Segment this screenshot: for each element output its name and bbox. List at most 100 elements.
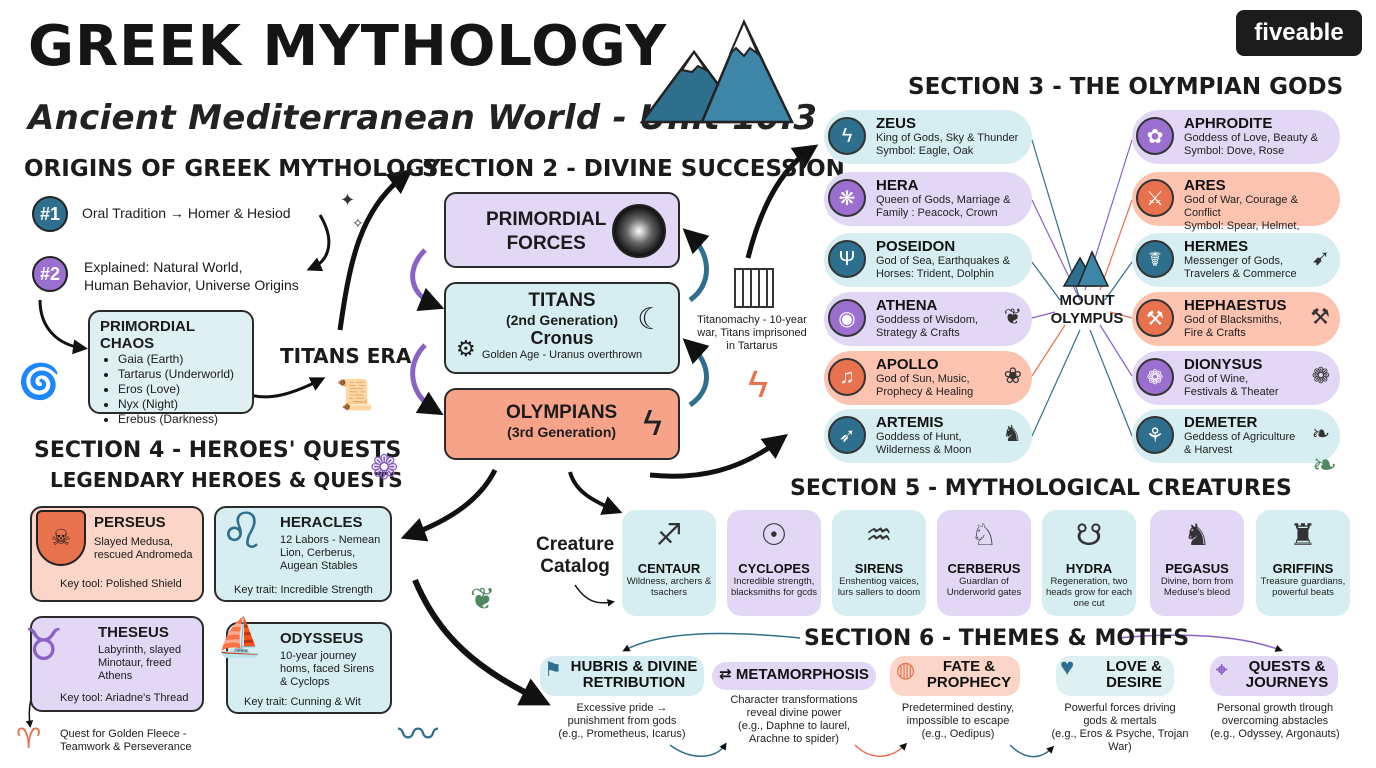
god-desc: God of Blacksmiths, [1184, 314, 1282, 326]
creature-card-centaur[interactable]: ♐ CENTAUR Wildness, archers & tsachers [622, 510, 716, 616]
point-2-line1: Explained: Natural World, [84, 259, 243, 275]
god-desc: Goddess of Love, Beauty & [1184, 132, 1318, 144]
chaos-title: PRIMORDIAL CHAOS [100, 318, 195, 352]
creature-desc: Divine, born from Meduse's bleod [1160, 576, 1234, 598]
theme-hubris[interactable]: ⚑ HUBRIS & DIVINE RETRIBUTION [540, 656, 704, 696]
hero-card-heracles[interactable]: ♌ HERACLES 12 Labors - Nemean Lion, Cerb… [214, 503, 392, 602]
theme-metamorphosis[interactable]: ⇄ METAMORPHOSIS [712, 662, 876, 690]
creature-card-griffins[interactable]: ♜ GRIFFINS Treasure guardians, powerful … [1256, 510, 1350, 616]
god-card-athena[interactable]: ◉ ATHENA Goddess of Wisdom, Strategy & C… [824, 292, 1032, 346]
god-symbol: Horses: Trident, Dolphin [876, 268, 994, 280]
catalog-line: Creature [536, 534, 615, 555]
grapes-deco-icon: ❁ [370, 449, 399, 487]
theme-desc-line: Excessive pride → [576, 702, 668, 714]
griffin-icon: ♜ [1289, 519, 1317, 552]
minotaur-icon: ♉ [24, 621, 64, 670]
titanomachy-note: Titanomachy - 10-year war, Titans impris… [690, 314, 814, 353]
olympians-title: OLYMPIANS [506, 402, 618, 423]
theme-title: FATE & [942, 658, 996, 675]
sparkle-icon: ✦ [340, 190, 356, 210]
swap-arrows-icon: ⇄ [719, 666, 736, 683]
theme-desc-line: (e.g., Daphne to laurel, [738, 720, 850, 732]
primordial-line2: FORCES [506, 233, 586, 254]
creature-name: GRIFFINS [1272, 561, 1334, 576]
god-card-hermes[interactable]: ☤ HERMES Messenger of Gods, Travelers & … [1132, 233, 1340, 287]
hero-desc-line: Minotaur, freed [98, 657, 172, 669]
titans-title: TITANS [528, 290, 596, 311]
laurel-icon: ❀ [1003, 363, 1022, 388]
creature-card-pegasus[interactable]: ♞ PEGASUS Divine, born from Meduse's ble… [1150, 510, 1244, 616]
god-symbol: Strategy & Crafts [876, 327, 960, 339]
hero-name: PERSEUS [94, 514, 166, 531]
dove-icon: ✿ [1136, 117, 1174, 155]
theme-desc-line: (e.g., Oedipus) [921, 728, 995, 740]
hammer-icon: ⚒ [1310, 304, 1330, 329]
god-card-hephaestus[interactable]: ⚒ HEPHAESTUS God of Blacksmiths, Fire & … [1132, 292, 1340, 346]
titans-card: TITANS (2nd Generation) Cronus Golden Ag… [444, 282, 680, 374]
theme-title: QUESTS & [1248, 658, 1326, 675]
grapes-icon: ❁ [1136, 358, 1174, 396]
god-name: DEMETER [1184, 414, 1258, 431]
fleece-line: Quest for Golden Fleece - [60, 728, 187, 740]
theme-title: PROPHECY [926, 674, 1012, 691]
creature-card-cyclopes[interactable]: ☉ CYCLOPES Incredible strength, blacksmi… [727, 510, 821, 616]
theme-quests[interactable]: ⌖ QUESTS & JOURNEYS [1210, 656, 1338, 696]
heart-icon: ♥ [1060, 654, 1075, 681]
god-desc: Messenger of Gods, [1184, 255, 1284, 267]
scroll-icon: 📜 [336, 379, 374, 412]
god-symbol: Fire & Crafts [1184, 327, 1246, 339]
theme-desc-line: War) [1108, 741, 1132, 753]
peacock-icon: ❋ [828, 179, 866, 217]
creature-name: CYCLOPES [738, 561, 810, 576]
creature-desc: Regeneration, two heads grow for each on… [1045, 576, 1133, 609]
creature-card-hydra[interactable]: ☋ HYDRA Regeneration, two heads grow for… [1042, 510, 1136, 616]
hero-key: Key trait: Incredible Strength [234, 584, 373, 596]
primordial-chaos-card: PRIMORDIAL CHAOS Gaia (Earth) Tartarus (… [88, 310, 254, 426]
prison-icon [734, 268, 774, 308]
god-name: DIONYSUS [1184, 356, 1263, 373]
hero-desc-line: 12 Labors - Nemean [280, 534, 381, 546]
grape-vine-icon: ❁ [1311, 363, 1330, 388]
primordial-forces-card: PRIMORDIAL FORCES [444, 192, 680, 268]
mount-olympus-label: MOUNT OLYMPUS [1050, 292, 1124, 328]
theme-desc-line: punishment from gods [567, 715, 677, 727]
god-symbol: Family : Peacock, Crown [876, 207, 998, 219]
owl-icon: ◉ [828, 299, 866, 337]
creature-desc: Guardlan of Underworld gates [946, 576, 1022, 598]
god-name: ARES [1184, 177, 1226, 194]
god-desc: King of Gods, Sky & Thunder [876, 132, 1019, 144]
god-card-artemis[interactable]: ➶ ARTEMIS Goddess of Hunt, Wilderness & … [824, 409, 1032, 463]
anvil-icon: ⚒ [1136, 299, 1174, 337]
god-desc: Queen of Gods, Marriage & [876, 194, 1011, 206]
galaxy-swirl-icon [612, 204, 666, 258]
point-1-text: Oral Tradition → Homer & Hesiod [82, 205, 291, 221]
fiveable-logo[interactable]: fiveable [1236, 10, 1362, 56]
thunder-icon: ϟ [748, 364, 769, 406]
theme-love[interactable]: ♥ LOVE & DESIRE [1056, 656, 1174, 696]
wave-icon: 〰 [398, 713, 438, 757]
god-name: HERA [876, 177, 919, 194]
theme-fate[interactable]: ◍ FATE & PROPHECY [890, 656, 1020, 696]
god-card-zeus[interactable]: ϟ ZEUS King of Gods, Sky & Thunder Symbo… [824, 110, 1032, 164]
origins-heading: ORIGINS OF GREEK MYTHOLOGY [24, 156, 441, 182]
hero-card-perseus[interactable]: ☠ PERSEUS Slayed Medusa, rescued Androme… [30, 506, 204, 602]
god-card-aphrodite[interactable]: ✿ APHRODITE Goddess of Love, Beauty & Sy… [1132, 110, 1340, 164]
god-card-apollo[interactable]: ♫ APOLLO God of Sun, Music, Prophecy & H… [824, 351, 1032, 405]
section-3-heading: SECTION 3 - THE OLYMPIAN GODS [908, 74, 1344, 100]
god-card-dionysus[interactable]: ❁ DIONYSUS God of Wine, Festivals & Thea… [1132, 351, 1340, 405]
gear-icon: ⚙ [456, 336, 476, 361]
galaxy-icon: 🌀 [18, 363, 61, 401]
theme-desc-line: Personal growth tlrough [1216, 702, 1334, 714]
creature-card-cerberus[interactable]: ♘ CERBERUS Guardlan of Underworld gates [937, 510, 1031, 616]
olympians-card: OLYMPIANS (3rd Generation) ϟ [444, 388, 680, 460]
god-card-poseidon[interactable]: Ψ POSEIDON God of Sea, Earthquakes & Hor… [824, 233, 1032, 287]
god-card-demeter[interactable]: ⚘ DEMETER Geddess of Agriculture & Harve… [1132, 409, 1340, 463]
creature-catalog-label: Creature Catalog [536, 534, 614, 578]
creature-card-sirens[interactable]: ♒ SIRENS Enshentiog vaices, lurs sallers… [832, 510, 926, 616]
god-card-ares[interactable]: ⚔ ARES God of War, Courage & Conflict Sy… [1132, 172, 1340, 245]
hero-card-odysseus[interactable]: ⛵ ODYSSEUS 10-year journey homs, faced S… [216, 617, 392, 714]
god-card-hera[interactable]: ❋ HERA Queen of Gods, Marriage & Family … [824, 172, 1032, 226]
section-4-subheading: LEGENDARY HEROES & QUESTS [50, 468, 403, 492]
hero-card-theseus[interactable]: ♉ THESEUS Labyrinth, slayed Minotaur, fr… [24, 616, 204, 712]
